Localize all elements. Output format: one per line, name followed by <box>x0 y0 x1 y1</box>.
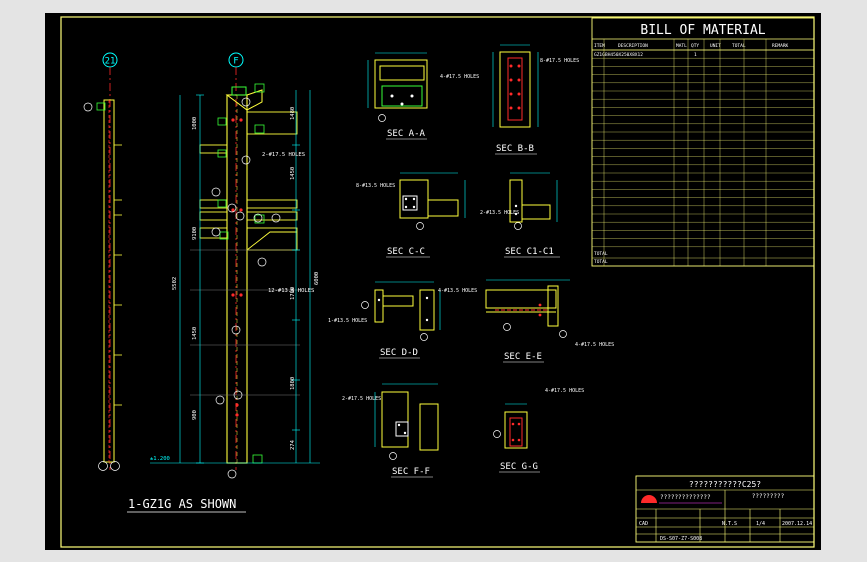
title-block: ???????????C25? ?????????????? ?????????… <box>635 475 815 543</box>
section-f-f: 2-#17.5 HOLES SEC F-F <box>342 383 439 478</box>
bom-header-remark: REMARK <box>772 43 789 49</box>
section-c1-c1: 2-#13.5 HOLES SEC C1-C1 <box>480 172 560 258</box>
title-block-drawing-name: ????????? <box>752 493 785 500</box>
svg-text:1450: 1450 <box>192 327 198 340</box>
title-block-cad: CAD <box>639 521 648 527</box>
bom-header-item: ITEM <box>594 43 605 49</box>
drawing-sheet <box>45 13 821 550</box>
bom-header-unit: UNIT <box>710 43 721 49</box>
svg-text:1800: 1800 <box>290 377 296 390</box>
section-d-d-label: SEC D-D <box>380 348 418 358</box>
bom-title: BILL OF MATERIAL <box>640 23 765 38</box>
bom-row1-qty: 1 <box>694 52 697 58</box>
company-logo-icon <box>641 495 657 503</box>
title-block-company: ?????????????? <box>660 494 711 501</box>
svg-text:1700: 1700 <box>290 287 296 300</box>
drawing-border <box>60 16 815 548</box>
section-c-c-note: 8-#13.5 HOLES <box>356 183 395 189</box>
svg-text:12-#13.5 HOLES: 12-#13.5 HOLES <box>268 288 314 294</box>
section-g-g-label: SEC G-G <box>500 462 538 472</box>
section-e-e-label: SEC E-E <box>504 352 542 362</box>
svg-text:1450: 1450 <box>290 167 296 180</box>
section-g-g: 4-#17.5 HOLES SEC G-G <box>493 388 584 473</box>
section-c1-c1-label: SEC C1-C1 <box>505 247 554 257</box>
title-block-sheet: 1/4 <box>756 521 765 527</box>
section-e-e: 4-#17.5 HOLES SEC E-E <box>485 279 614 363</box>
section-e-e-note: 4-#17.5 HOLES <box>575 342 614 348</box>
section-b-b-label: SEC B-B <box>496 144 534 154</box>
bom-row1-desc: BH450X250X8X12 <box>605 52 643 58</box>
section-g-g-note: 4-#17.5 HOLES <box>545 388 584 394</box>
grid-label-f: F <box>233 57 238 67</box>
bom-total-label-2: TOTAL <box>594 259 608 265</box>
elevation-view: 21 F <box>83 52 320 513</box>
section-d-d: 4-#13.5 HOLES 1-#13.5 HOLES SEC D-D <box>328 281 477 359</box>
section-c-c-label: SEC C-C <box>387 247 425 257</box>
svg-text:900: 900 <box>192 410 198 420</box>
section-a-a: 4-#17.5 HOLES SEC A-A <box>367 52 479 140</box>
bill-of-material-table: BILL OF MATERIAL ITEM DESCRIPTION MATL Q… <box>591 17 815 267</box>
section-f-f-label: SEC F-F <box>392 467 430 477</box>
svg-text:2-#17.5 HOLES: 2-#17.5 HOLES <box>262 152 305 158</box>
title-block-project: ???????????C25? <box>689 480 761 489</box>
title-block-drawing-no: DS-S07-Z7-S008 <box>660 536 702 542</box>
svg-text:±1.200: ±1.200 <box>150 456 170 462</box>
section-d-d-note-2: 1-#13.5 HOLES <box>328 318 367 324</box>
title-block-scale: N.T.S <box>722 521 737 527</box>
svg-text:9100: 9100 <box>192 227 198 240</box>
svg-text:1000: 1000 <box>192 117 198 130</box>
bom-header-qty: QTY <box>691 43 699 49</box>
bom-grid <box>592 39 814 266</box>
section-d-d-note: 4-#13.5 HOLES <box>438 288 477 294</box>
grid-label-21: 21 <box>105 57 116 67</box>
bom-header-total: TOTAL <box>732 43 746 49</box>
bom-row1-item: GZ1G <box>594 52 605 58</box>
section-a-a-note: 4-#17.5 HOLES <box>440 74 479 80</box>
section-f-f-note: 2-#17.5 HOLES <box>342 396 381 402</box>
elevation-dim-right: 6000 <box>314 272 320 285</box>
section-b-b-note: 8-#17.5 HOLES <box>540 58 579 64</box>
section-a-a-label: SEC A-A <box>387 129 426 139</box>
bom-header-matl: MATL <box>676 43 687 49</box>
section-c1-c1-note: 2-#13.5 HOLES <box>480 210 519 216</box>
title-block-date: 2007.12.14 <box>782 521 812 527</box>
section-b-b: 8-#17.5 HOLES SEC B-B <box>492 44 579 155</box>
svg-text:1480: 1480 <box>290 107 296 120</box>
svg-text:274: 274 <box>290 439 296 450</box>
section-c-c: 8-#13.5 HOLES SEC C-C <box>356 172 466 258</box>
elevation-title: 1-GZ1G AS SHOWN <box>128 497 236 511</box>
bom-header-description: DESCRIPTION <box>618 43 648 49</box>
bom-total-label-1: TOTAL <box>594 251 608 257</box>
elevation-dim-total: 5502 <box>172 277 178 290</box>
